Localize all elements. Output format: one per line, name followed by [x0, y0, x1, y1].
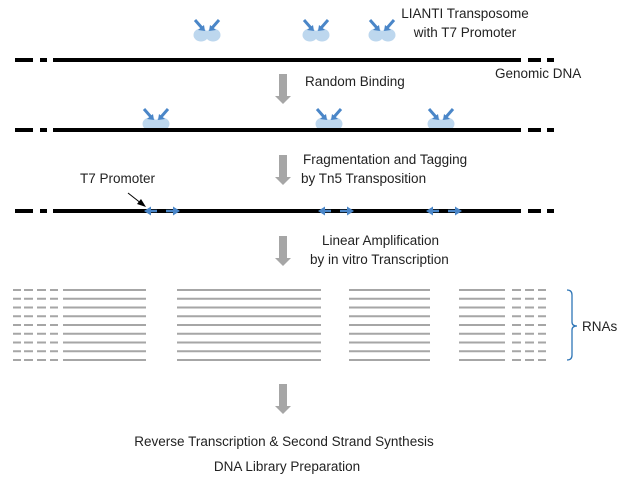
final-step-line1: Reverse Transcription & Second Strand Sy… — [134, 434, 434, 449]
rna-fragments — [13, 289, 546, 361]
step-fragmentation-line2: by Tn5 Transposition — [301, 171, 426, 186]
transposome-icon — [301, 18, 331, 43]
genomic-dna-label: Genomic DNA — [495, 66, 581, 81]
t7-promoter-pointer — [127, 192, 146, 207]
step-fragmentation-line1: Fragmentation and Tagging — [303, 152, 467, 167]
transposome-icon — [192, 18, 222, 43]
down-arrow-icon — [275, 155, 291, 185]
rnas-brace — [566, 289, 578, 361]
transposome-row-bound — [141, 107, 456, 132]
transposome-icon — [314, 107, 344, 132]
transposome-icon — [141, 107, 171, 132]
down-arrow-icon — [275, 384, 291, 414]
t7-promoter-label: T7 Promoter — [80, 171, 156, 186]
rnas-label: RNAs — [582, 319, 617, 334]
final-step-line2: DNA Library Preparation — [214, 459, 360, 474]
step-random-binding: Random Binding — [305, 74, 405, 89]
step-amplification-line2: by in vitro Transcription — [310, 252, 449, 267]
transposome-label-line1: LIANTI Transposome — [401, 6, 529, 21]
transposome-icon — [426, 107, 456, 132]
down-arrow-icon — [275, 236, 291, 266]
transposome-icon — [367, 18, 397, 43]
down-arrow-icon — [275, 74, 291, 104]
transposome-row-top — [192, 18, 397, 43]
step-amplification-line1: Linear Amplification — [322, 233, 439, 248]
transposome-label-line2: with T7 Promoter — [413, 25, 517, 40]
